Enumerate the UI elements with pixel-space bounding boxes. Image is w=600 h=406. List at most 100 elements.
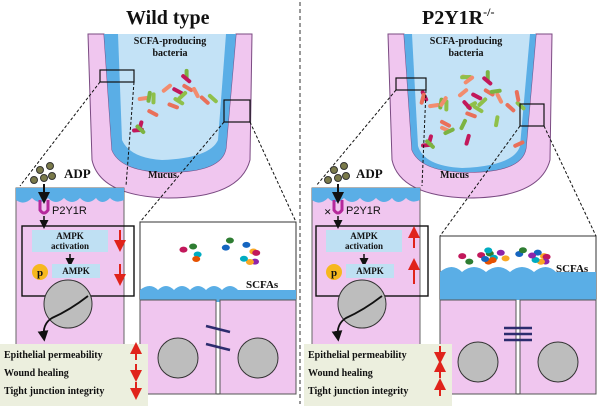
scfa-molecule-icon <box>179 246 188 253</box>
bacterium-icon <box>494 115 500 128</box>
bacteria-label: SCFA-producing <box>134 36 206 47</box>
bacterium-icon <box>462 100 472 111</box>
receptor-label: P2Y1R <box>346 205 381 217</box>
scfa-label: SCFAs <box>246 279 279 291</box>
scfa-molecule-icon <box>242 241 251 248</box>
outcome-box-right <box>304 344 452 406</box>
scfa-molecule-icon <box>484 247 493 254</box>
zoom-box-left <box>99 69 135 83</box>
bacterium-icon <box>177 90 188 101</box>
scfa-molecule-icon <box>192 256 201 263</box>
scfa-molecule-icon <box>518 247 527 254</box>
bacterium-icon <box>147 109 159 117</box>
blocked-x-icon: × <box>324 204 331 219</box>
bacterium-icon <box>472 104 484 114</box>
bacterium-icon <box>459 118 467 131</box>
scfa-molecule-icon <box>193 251 202 258</box>
bacterium-icon <box>471 92 483 101</box>
bacterium-icon <box>463 75 475 85</box>
scfa-molecule-icon <box>252 249 261 256</box>
bacterium-icon <box>181 74 192 84</box>
phospho-circle <box>326 264 342 280</box>
bacterium-icon <box>199 95 210 105</box>
bacterium-icon <box>167 102 179 110</box>
mucus-label: Mucus <box>440 170 469 181</box>
ampk-activation-label: AMPK <box>350 231 378 241</box>
scfa-molecule-icon <box>496 249 505 256</box>
scfa-molecule-icon <box>528 252 537 259</box>
scfa-molecule-icon <box>245 258 254 265</box>
ampk-label: AMPK <box>62 266 90 276</box>
scfa-molecule-icon <box>458 253 467 260</box>
ampk-box <box>346 264 394 278</box>
phospho-label: p <box>331 267 337 279</box>
outcome-label: Tight junction integrity <box>308 386 408 397</box>
bacterium-icon <box>135 124 146 135</box>
zoom-box-right <box>223 99 251 123</box>
adp-label: ADP <box>356 166 383 181</box>
zoom-line <box>125 81 135 187</box>
zoom-line <box>543 125 597 237</box>
scfa-cell-right <box>519 299 597 395</box>
scfa-mucus <box>440 267 596 300</box>
zoom-line <box>421 89 427 187</box>
nucleus <box>43 279 93 329</box>
scfa-molecule-icon <box>533 249 542 256</box>
bacterium-icon <box>439 96 448 107</box>
scfa-molecule-icon <box>465 258 474 265</box>
outcome-label: Epithelial permeability <box>4 350 103 361</box>
bacterium-icon <box>464 133 471 146</box>
scfa-mucus <box>140 286 296 302</box>
tight-junction <box>205 324 231 352</box>
bacterium-icon <box>444 99 449 112</box>
phospho-circle <box>32 264 48 280</box>
signal-curve <box>37 295 89 342</box>
zoom-line <box>439 125 521 237</box>
zoom-line <box>19 81 101 187</box>
scfa-molecule-icon <box>542 253 551 260</box>
bacterium-icon <box>443 127 455 136</box>
bacterium-icon <box>495 92 504 104</box>
panel-title-wild-type: Wild type <box>126 7 210 29</box>
bacterium-icon <box>514 90 521 102</box>
zoom-box-right <box>519 103 545 127</box>
scfa-molecule-icon <box>225 237 234 244</box>
crypt-lumen <box>118 34 226 160</box>
bacterium-icon <box>505 102 516 113</box>
scfa-molecules <box>179 237 261 265</box>
panel-title-knockout: P2Y1R-/- <box>422 5 494 29</box>
ampk-activation-label: AMPK <box>56 231 84 241</box>
bacterium-icon <box>151 92 156 105</box>
bacterium-icon <box>173 97 185 106</box>
bacterium-icon <box>192 86 200 99</box>
crypt-lumen <box>412 34 530 168</box>
ampk-label: AMPK <box>356 266 384 276</box>
bacteria-label-2: bacteria <box>153 48 188 59</box>
bacteria-cluster <box>419 70 526 149</box>
zoom-line <box>139 121 225 223</box>
bacterium-icon <box>483 88 495 97</box>
scfa-molecule-icon <box>239 255 248 262</box>
phospho-label: p <box>37 267 43 279</box>
bacterium-icon <box>439 119 452 128</box>
receptor-label: P2Y1R <box>52 205 87 217</box>
scfa-molecule-icon <box>501 255 510 262</box>
scfa-molecule-icon <box>221 244 230 251</box>
scfa-nucleus-left <box>157 337 199 379</box>
scfa-molecule-icon <box>189 243 198 250</box>
adp-molecules <box>324 162 350 184</box>
wild-type-panel: Wild type SCFA-producing bacteria Mucus … <box>15 7 297 395</box>
bacterium-icon <box>457 88 469 98</box>
outcome-label: Wound healing <box>4 368 69 379</box>
scfa-nucleus-right <box>537 341 579 383</box>
scfa-molecules <box>458 247 551 265</box>
receptor-icon <box>38 200 50 215</box>
bacterium-icon <box>172 87 184 96</box>
scfa-molecule-icon <box>531 256 540 263</box>
signal-curve <box>331 295 383 342</box>
ampk-box <box>52 264 100 278</box>
bacterium-icon <box>425 139 435 149</box>
